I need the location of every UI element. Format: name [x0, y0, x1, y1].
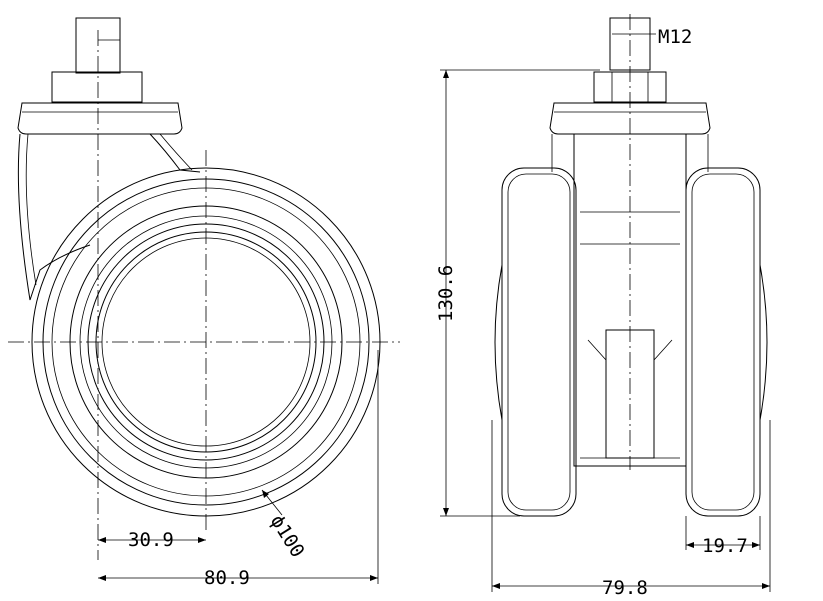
side-housing — [17, 133, 91, 301]
side-width-dimension-label: 80.9 — [204, 567, 250, 589]
wheel-width-dimension-label: 19.7 — [702, 535, 748, 557]
front-view-dimensions: M12 130.6 19.7 79.8 — [435, 20, 771, 599]
wheel-diameter-label: ϕ100 — [266, 511, 309, 561]
front-width-dimension-label: 79.8 — [602, 577, 648, 599]
side-stem — [75, 17, 121, 74]
front-right-wheel — [685, 167, 761, 517]
offset-dimension-label: 30.9 — [128, 529, 174, 551]
thread-size-label: M12 — [658, 26, 692, 48]
side-swivel-plate — [17, 102, 183, 135]
front-swivel-plate — [549, 102, 711, 135]
side-view-dimensions: 30.9 80.9 ϕ100 — [98, 350, 379, 589]
side-nut — [51, 71, 143, 103]
front-view — [494, 14, 768, 517]
height-dimension-label: 130.6 — [435, 265, 457, 322]
side-view — [8, 17, 400, 560]
front-left-wheel — [501, 167, 577, 517]
